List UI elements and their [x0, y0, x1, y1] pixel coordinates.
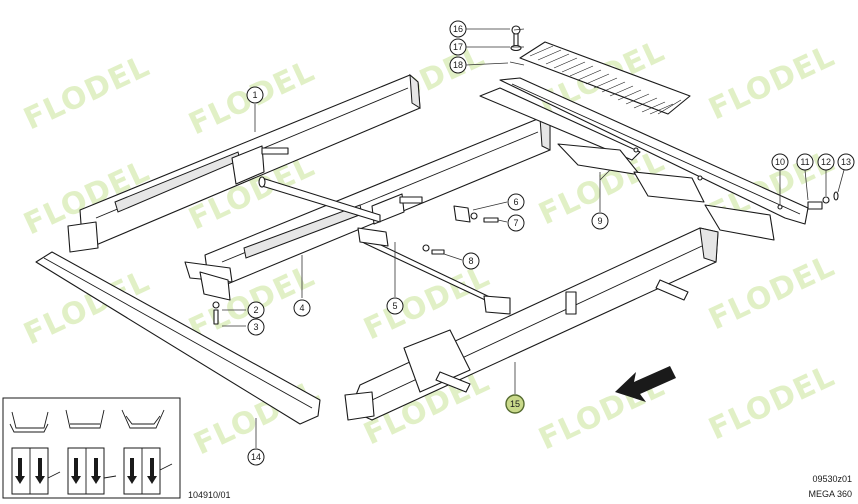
callout-16[interactable]: 16: [449, 20, 467, 38]
callout-label: 9: [597, 216, 602, 226]
callout-18[interactable]: 18: [449, 56, 467, 74]
callout-label: 17: [453, 42, 463, 52]
callout-10[interactable]: 10: [771, 153, 789, 171]
swing-panel-icon: [11, 447, 61, 495]
callout-13[interactable]: 13: [837, 153, 855, 171]
profile-icon: [121, 409, 165, 429]
callout-5[interactable]: 5: [386, 297, 404, 315]
callout-11[interactable]: 11: [796, 153, 814, 171]
profile-icon: [65, 409, 105, 429]
callout-label: 14: [251, 452, 261, 462]
callout-4[interactable]: 4: [293, 299, 311, 317]
callout-label: 5: [392, 301, 397, 311]
swing-panel-icon: [123, 447, 173, 495]
fasteners: [212, 25, 839, 325]
model-name: MEGA 360: [808, 489, 852, 499]
cross-tube-upper: [258, 176, 381, 223]
leader-lines: [222, 28, 845, 448]
callout-2[interactable]: 2: [247, 301, 265, 319]
callout-label: 15: [510, 399, 520, 409]
callout-label: 10: [775, 157, 785, 167]
callout-8[interactable]: 8: [462, 252, 480, 270]
part-14-angle-profile: [35, 251, 321, 425]
callout-label: 4: [299, 303, 304, 313]
callout-label: 11: [800, 157, 809, 167]
callout-15[interactable]: 15: [505, 394, 525, 414]
callout-3[interactable]: 3: [247, 318, 265, 336]
watermark-text: FLODEL: [19, 49, 156, 138]
callout-label: 2: [253, 305, 258, 315]
callout-label: 16: [453, 24, 463, 34]
profile-icon: [9, 411, 49, 433]
watermark-text: FLODEL: [704, 39, 841, 128]
callout-12[interactable]: 12: [817, 153, 835, 171]
callout-7[interactable]: 7: [507, 214, 525, 232]
screen-mesh: [519, 41, 691, 115]
callout-label: 3: [253, 322, 258, 332]
swing-panel-icon: [67, 447, 117, 495]
watermark-text: FLODEL: [704, 359, 841, 448]
part-5-cross-tube: [357, 227, 511, 315]
part-9-guide-rail: [479, 87, 775, 241]
inset-legend: [2, 397, 181, 499]
callout-14[interactable]: 14: [247, 448, 265, 466]
part-10-angle-rail: [499, 77, 809, 225]
drawing-number: 104910/01: [188, 490, 231, 500]
callout-label: 12: [821, 157, 831, 167]
callout-6[interactable]: 6: [507, 193, 525, 211]
part-1-side-rail: [67, 73, 421, 253]
watermark-text: FLODEL: [704, 249, 841, 338]
callout-label: 7: [513, 218, 518, 228]
part-4-middle-rail: [184, 117, 551, 301]
part-15-main-rail: [344, 227, 719, 421]
callout-9[interactable]: 9: [591, 212, 609, 230]
callout-17[interactable]: 17: [449, 38, 467, 56]
callout-label: 13: [841, 157, 851, 167]
callout-label: 8: [468, 256, 473, 266]
callout-label: 18: [453, 60, 463, 70]
callout-label: 1: [252, 90, 257, 100]
ref-code: 09530z01: [812, 474, 852, 484]
callout-1[interactable]: 1: [246, 86, 264, 104]
callout-label: 6: [513, 197, 518, 207]
direction-arrow-icon: [615, 366, 676, 402]
